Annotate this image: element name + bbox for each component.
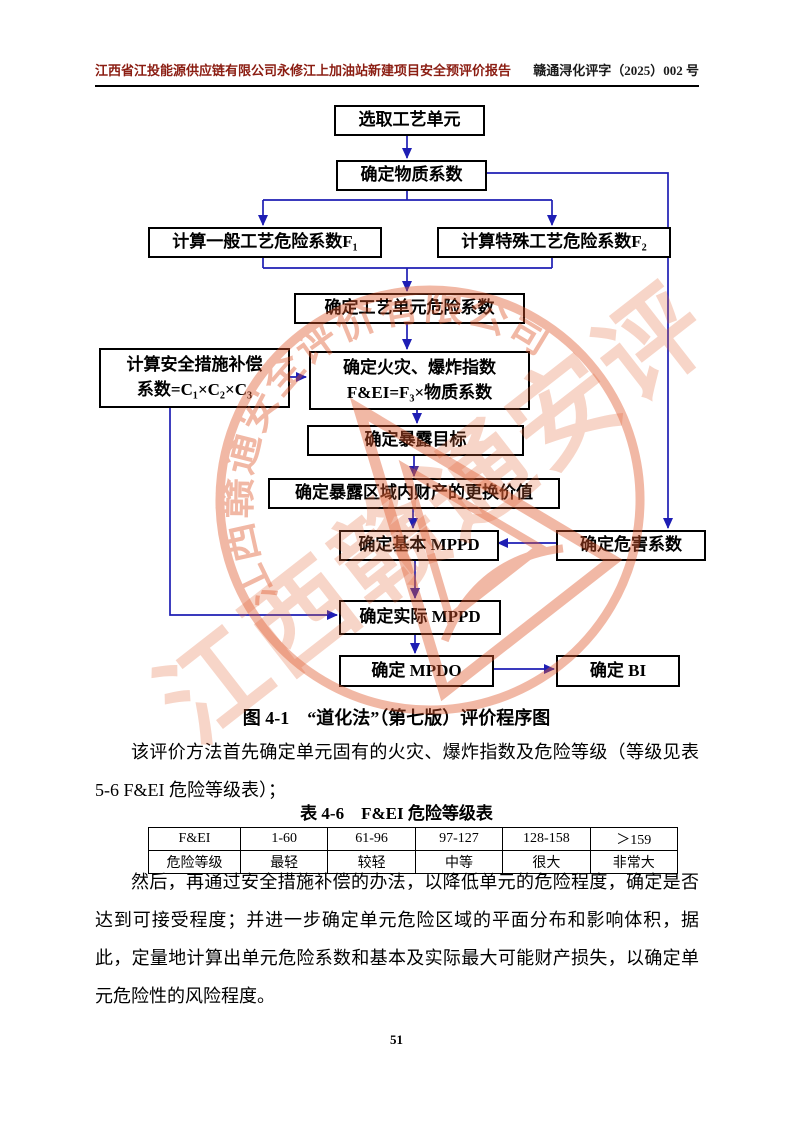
node-select-unit-label: 选取工艺单元 [358,110,461,130]
node-damage-factor: 确定危害系数 [556,530,706,561]
figure-caption: 图 4-1 “道化法”（第七版）评价程序图 [242,708,551,728]
header-report-title: 江西省江投能源供应链有限公司永修江上加油站新建项目安全预评价报告 [95,63,512,78]
node-general-process-hazard-f1: 计算一般工艺危险系数F₁ [148,227,382,258]
node-mpdo: 确定 MPDO [339,655,494,687]
node-bi-label: 确定 BI [589,660,647,680]
page-number: 51 [390,1032,403,1047]
cell-fei-header: F&EI [148,827,241,851]
node-actual-mppd: 确定实际 MPPD [339,600,501,635]
fei-grade-table: F&EI 1-60 61-96 97-127 128-158 ＞159 危险等级… [148,827,679,874]
node-unit-hazard-label: 确定工艺单元危险系数 [324,298,495,318]
table-row: 危险等级 最轻 较轻 中等 很大 非常大 [148,850,679,874]
node-fire-explosion-index: 确定火灾、爆炸指数 F&EI=F₃×物质系数 [309,351,530,410]
cell-range-1: 1-60 [239,827,329,851]
node-material-factor-label: 确定物质系数 [360,165,463,185]
node-exposure-target: 确定暴露目标 [307,425,524,456]
node-special-process-hazard-f2: 计算特殊工艺危险系数F₂ [437,227,671,258]
cell-range-5: ＞159 [589,827,679,851]
node-replacement-value: 确定暴露区域内财产的更换价值 [268,478,560,509]
cell-grade-1: 最轻 [239,850,329,874]
node-select-unit: 选取工艺单元 [334,105,485,136]
node-fei-line2: F&EI=F₃×物质系数 [346,382,493,402]
node-replacement-value-label: 确定暴露区域内财产的更换价值 [295,483,533,503]
node-bi: 确定 BI [556,655,680,687]
node-fei-line1: 确定火灾、爆炸指数 [343,357,496,377]
dow-method-flowchart: 选取工艺单元 确定物质系数 计算一般工艺危险系数F₁ 计算特殊工艺危险系数F₂ … [99,105,706,728]
node-damage-factor-label: 确定危害系数 [580,535,682,555]
node-base-mppd-label: 确定基本 MPPD [358,535,480,555]
paragraph-2: 然后，再通过安全措施补偿的办法，以降低单元的危险程度，确定是否达到可接受程度；并… [95,872,699,1006]
page-header: 江西省江投能源供应链有限公司永修江上加油站新建项目安全预评价报告 赣通浔化评字（… [95,60,699,87]
cell-grade-header: 危险等级 [148,850,241,874]
node-compensation-line2: 系数=C₁×C₂×C₃ [136,380,253,399]
node-compensation-line1: 计算安全措施补偿 [126,355,263,375]
cell-grade-4: 很大 [502,850,591,874]
node-actual-mppd-label: 确定实际 MPPD [359,607,481,627]
cell-grade-5: 非常大 [589,850,679,874]
cell-range-2: 61-96 [327,827,416,851]
cell-grade-2: 较轻 [327,850,416,874]
table-caption: 表 4-6 F&EI 危险等级表 [300,804,493,823]
node-base-mppd: 确定基本 MPPD [339,530,499,561]
cell-grade-3: 中等 [414,850,504,874]
paragraph-1: 该评价方法首先确定单元固有的火灾、爆炸指数及危险等级（等级见表5-6 F&EI … [95,742,699,800]
cell-range-4: 128-158 [502,827,591,851]
node-unit-hazard-factor: 确定工艺单元危险系数 [294,293,525,324]
node-material-factor: 确定物质系数 [336,160,487,191]
node-general-f1-label: 计算一般工艺危险系数F₁ [172,232,358,252]
cell-range-3: 97-127 [414,827,504,851]
header-doc-number: 赣通浔化评字（2025）002 号 [533,63,699,78]
node-safety-compensation-factor: 计算安全措施补偿 系数=C₁×C₂×C₃ [99,348,290,408]
node-mpdo-label: 确定 MPDO [371,660,462,680]
node-exposure-target-label: 确定暴露目标 [364,430,467,450]
node-special-f2-label: 计算特殊工艺危险系数F₂ [461,232,647,252]
table-row: F&EI 1-60 61-96 97-127 128-158 ＞159 [148,827,679,851]
